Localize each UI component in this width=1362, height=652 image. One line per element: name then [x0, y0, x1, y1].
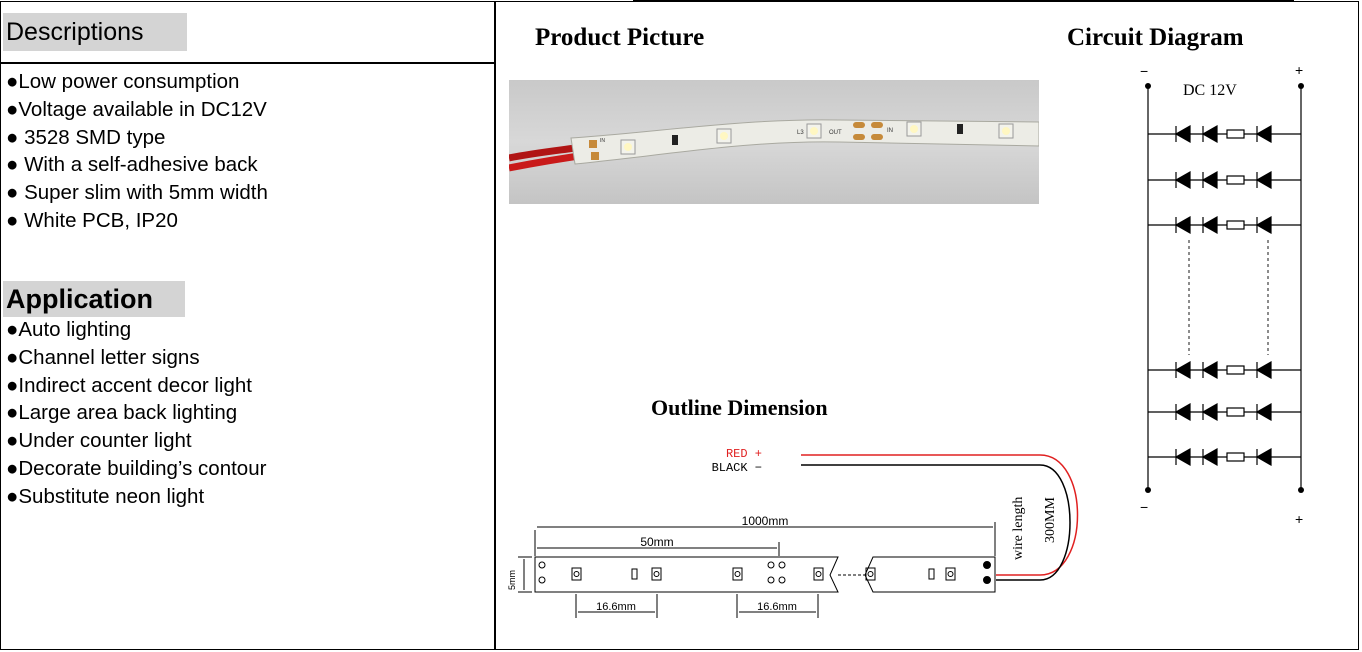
pcb-label-out: OUT — [829, 130, 842, 136]
led-strip-photo-image: L3 OUT IN IN — [509, 80, 1039, 204]
list-item: ● 3528 SMD type — [6, 125, 166, 149]
list-item: ●Voltage available in DC12V — [6, 97, 267, 121]
list-item: ●Low power consumption — [6, 70, 240, 93]
descriptions-list: ●Low power consumption ●Voltage availabl… — [6, 68, 268, 235]
descriptions-heading: Descriptions — [3, 13, 187, 51]
list-item: ● With a self-adhesive back — [6, 153, 258, 177]
outline-dimension-heading: Outline Dimension — [651, 395, 828, 420]
list-item: ● Super slim with 5mm width — [6, 181, 268, 205]
list-item: ●Indirect accent decor light — [6, 373, 252, 397]
circuit-diagram-heading: Circuit Diagram — [1067, 24, 1244, 51]
list-item: ● White PCB, IP20 — [6, 208, 178, 232]
product-picture-heading: Product Picture — [535, 24, 705, 51]
list-item: ●Channel letter signs — [6, 345, 200, 369]
pcb-label-l3: L3 — [797, 130, 804, 136]
top-border-line — [633, 0, 1294, 2]
list-item: ●Auto lighting — [6, 318, 132, 341]
list-item: ●Under counter light — [6, 429, 192, 453]
application-list: ●Auto lighting ●Channel letter signs ●In… — [6, 316, 266, 511]
product-photo: L3 OUT IN IN — [509, 80, 1039, 204]
pcb-label-in-start: IN — [600, 138, 605, 144]
header-underline — [0, 62, 495, 64]
list-item: ●Large area back lighting — [6, 401, 238, 425]
column-divider — [494, 1, 496, 650]
pcb-label-in: IN — [887, 128, 893, 134]
application-heading: Application — [3, 281, 185, 317]
list-item: ●Substitute neon light — [6, 484, 205, 508]
list-item: ●Decorate building’s contour — [6, 456, 267, 480]
